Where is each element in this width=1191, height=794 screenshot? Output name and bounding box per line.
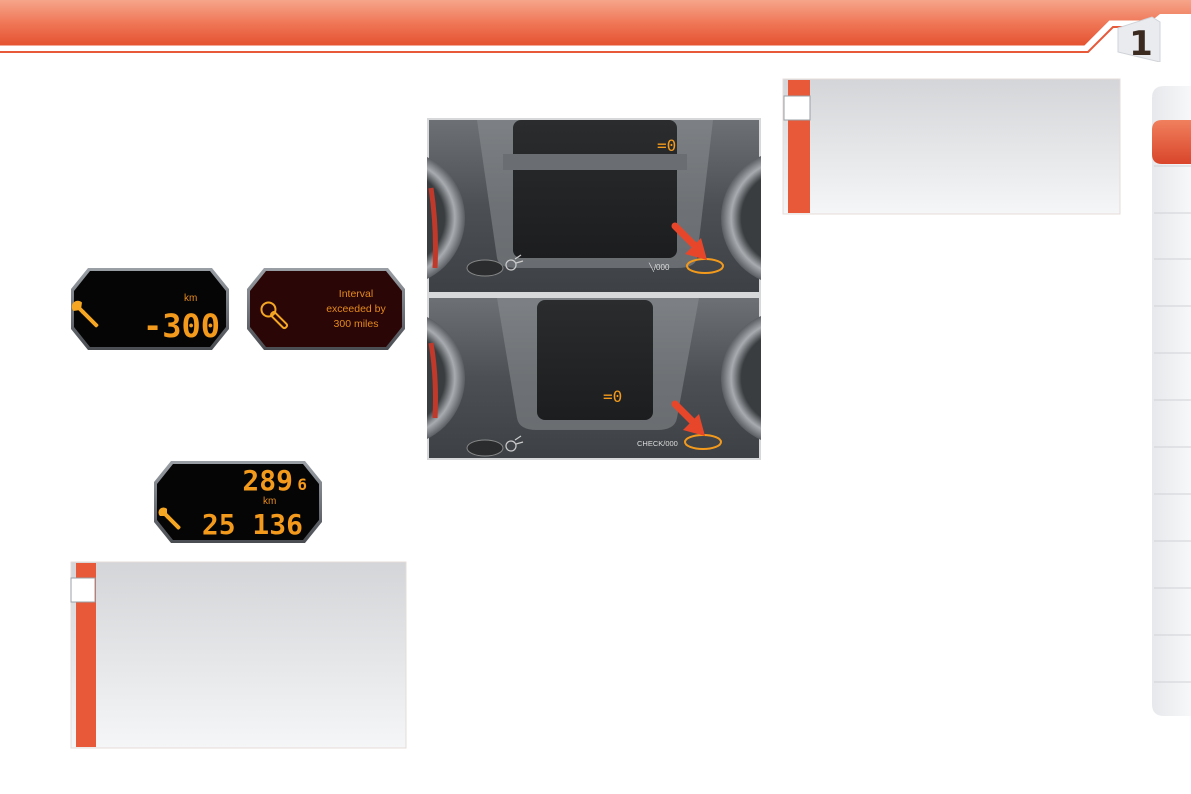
- trip-decimal: 6: [297, 475, 307, 494]
- top-service-button-label: ╲/000: [648, 262, 670, 272]
- nav-tab-9[interactable]: [1152, 497, 1188, 541]
- wrench-icon: [71, 300, 99, 328]
- dashboard-bottom-panel: =0 CHECK/000: [427, 298, 761, 458]
- info-box-marker: [70, 577, 96, 603]
- km-unit-label: km: [184, 293, 197, 304]
- interval-line-2: exceeded by: [326, 303, 386, 315]
- arrow-icon: [671, 222, 707, 260]
- odometer-unit-label: km: [263, 496, 276, 507]
- wrench-icon: [158, 507, 181, 530]
- chapter-number: 1: [1129, 24, 1153, 64]
- dashboard-photo: =0 ╲/000 =0 CHECK/000: [427, 118, 761, 460]
- odometer-display: 289 6 km 25 136: [154, 461, 322, 543]
- nav-tab-chapter-1-active[interactable]: [1148, 118, 1191, 166]
- top-panel-readout: =0: [657, 136, 676, 155]
- info-box-top-right: [782, 78, 1121, 215]
- bottom-service-button-label: CHECK/000: [637, 439, 678, 448]
- km-remaining-value: -300: [143, 307, 220, 345]
- nav-tab-11[interactable]: [1152, 591, 1188, 635]
- nav-tab-2[interactable]: [1152, 168, 1188, 212]
- interval-line-1: Interval: [339, 288, 373, 300]
- nav-tab-8[interactable]: [1152, 450, 1188, 494]
- info-box-bottom-left: [70, 561, 407, 749]
- service-km-display: km -300: [71, 268, 229, 350]
- arrow-icon: [671, 400, 705, 436]
- dashboard-top-panel: =0 ╲/000: [427, 120, 761, 292]
- nav-tab-12[interactable]: [1152, 638, 1188, 682]
- chapter-nav-rail: [1152, 86, 1191, 716]
- nav-tab-3[interactable]: [1152, 215, 1188, 259]
- nav-tab-10[interactable]: [1152, 544, 1188, 588]
- trip-button-icon: [505, 435, 524, 452]
- info-box-marker: [783, 95, 811, 121]
- bottom-panel-readout: =0: [603, 387, 622, 406]
- header-band: [0, 0, 1191, 62]
- service-miles-display: Interval exceeded by 300 miles: [247, 268, 405, 350]
- interval-line-3: 300 miles: [334, 318, 379, 330]
- trip-value: 289: [242, 464, 293, 497]
- nav-tab-5[interactable]: [1152, 309, 1188, 353]
- nav-tab-7[interactable]: [1152, 403, 1188, 447]
- wrench-icon: [260, 301, 289, 330]
- total-distance-value: 25 136: [202, 508, 303, 541]
- nav-tab-4[interactable]: [1152, 262, 1188, 306]
- nav-tab-6[interactable]: [1152, 356, 1188, 400]
- trip-button-icon: [505, 254, 524, 271]
